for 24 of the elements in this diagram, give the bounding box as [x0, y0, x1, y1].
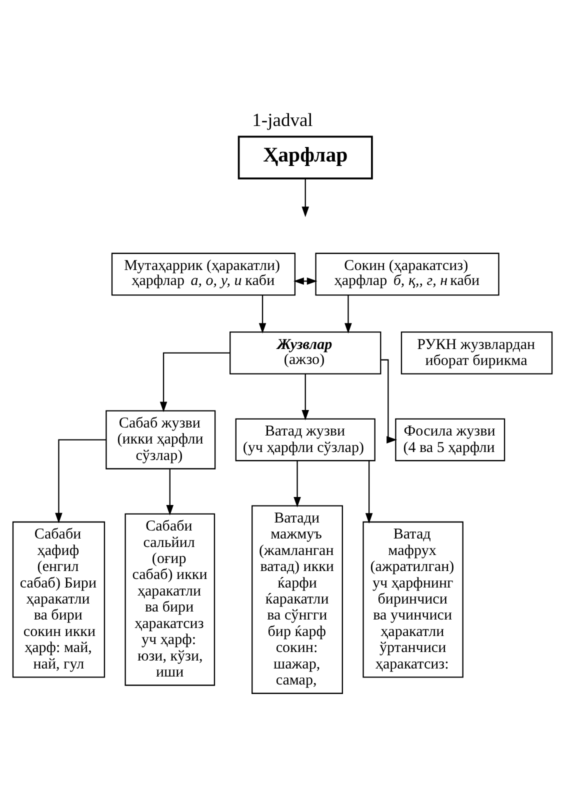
node-box: Жузвлар (ажзо) [230, 332, 382, 374]
diagram-title: 1-jadval [252, 110, 313, 132]
node-box: Сабаб жузви (икки ҳарфли сўзлар) [106, 410, 216, 470]
node-box: Сокин (ҳаракатсиз) ҳарфлар б, қ,, г, н каби [315, 252, 500, 296]
node-box: Сабаби ҳафиф (енгил сабаб) Бири ҳаракатли ва бири сокин икки ҳарф: май, най, гул [12, 521, 106, 678]
arrow [294, 460, 301, 508]
node-box: Сабаби сальйил (оғир сабаб) икки ҳаракатли ва бири ҳаракатсиз уч ҳарф: юзи, кўзи, иши [124, 513, 216, 686]
arrow [302, 374, 310, 420]
node-box: Ҳарфлар [238, 136, 373, 180]
arrow [381, 359, 398, 444]
node-box: Мутаҳаррик (ҳаракатли) ҳарфлар а, о, у, и каби [111, 252, 296, 296]
node-box: Ватад жузви (уч ҳарфли сўзлар) [235, 418, 376, 462]
node-box: Ватади мажмуъ (жамланган ватад) икки ќарфи ќаракатли ва сўнгги бир ќарф сокин: шажар, самар, [252, 505, 343, 694]
arrow [160, 352, 230, 412]
arrow [166, 469, 174, 516]
arrow [302, 178, 310, 218]
node-box: Фосила жузви (4 ва 5 ҳарфли [395, 418, 506, 462]
arrow [344, 295, 352, 334]
node-box: РУКН жузвлардан иборат бирикма [400, 332, 553, 374]
arrow [258, 295, 266, 334]
arrow [293, 278, 318, 285]
node-box: Ватад мафрух (ажратилган) уч ҳарфнинг биринчиси ва учинчиси ҳаракатли ўртанчиси ҳаракатсиз: [362, 521, 464, 678]
arrow [55, 439, 106, 524]
arrow [365, 460, 373, 524]
